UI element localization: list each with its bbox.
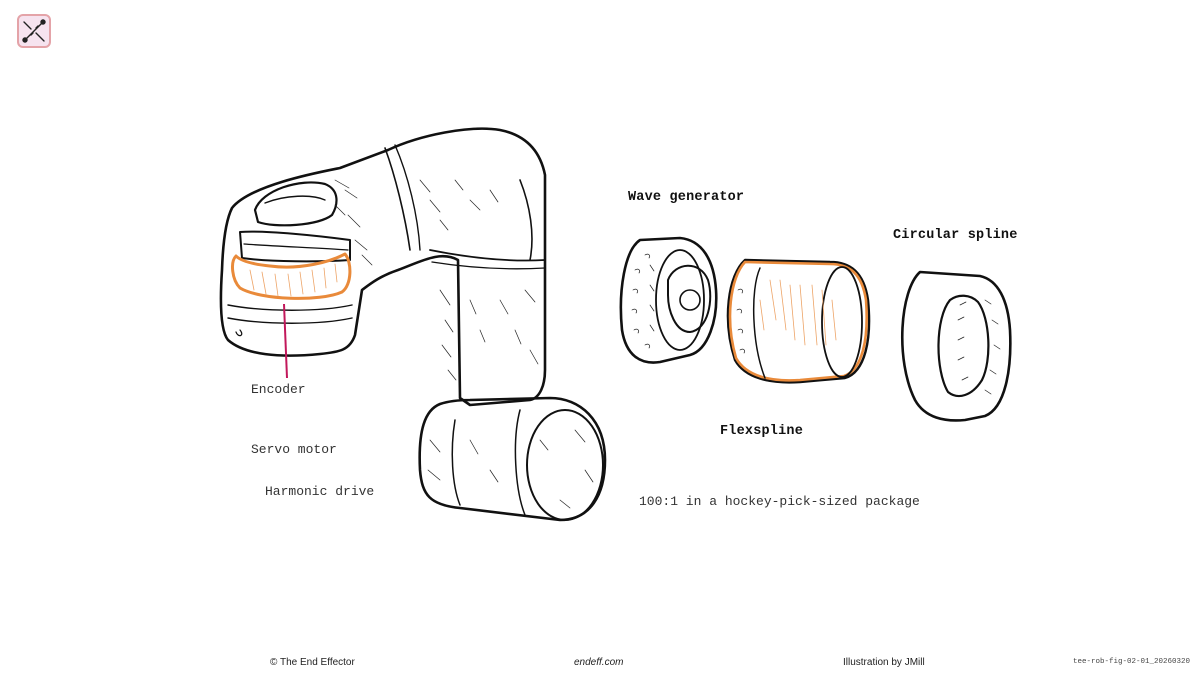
wave-generator-drawing xyxy=(619,236,718,364)
footer-credit: Illustration by JMill xyxy=(843,657,925,668)
circular-spline-drawing xyxy=(900,270,1012,422)
caption-text: 100:1 in a hockey-pick-sized package xyxy=(639,494,920,509)
figure-id: tee-rob-fig-02-01_20260320 xyxy=(1072,658,1190,666)
footer-site-link[interactable]: endeff.com xyxy=(574,657,624,668)
label-flexspline: Flexspline xyxy=(720,424,804,439)
label-servo-motor: Servo motor xyxy=(251,442,337,457)
label-wave-generator: Wave generator xyxy=(628,190,745,205)
footer-copyright: © The End Effector xyxy=(270,657,355,668)
label-circular-spline: Circular spline xyxy=(893,228,1018,243)
brand-logo-icon xyxy=(17,14,51,48)
label-encoder: Encoder xyxy=(251,382,306,397)
robot-arm-drawing xyxy=(219,127,607,522)
label-harmonic-drive: Harmonic drive xyxy=(265,484,375,499)
flexspline-drawing xyxy=(726,258,871,384)
encoder-leader-line xyxy=(283,303,288,379)
